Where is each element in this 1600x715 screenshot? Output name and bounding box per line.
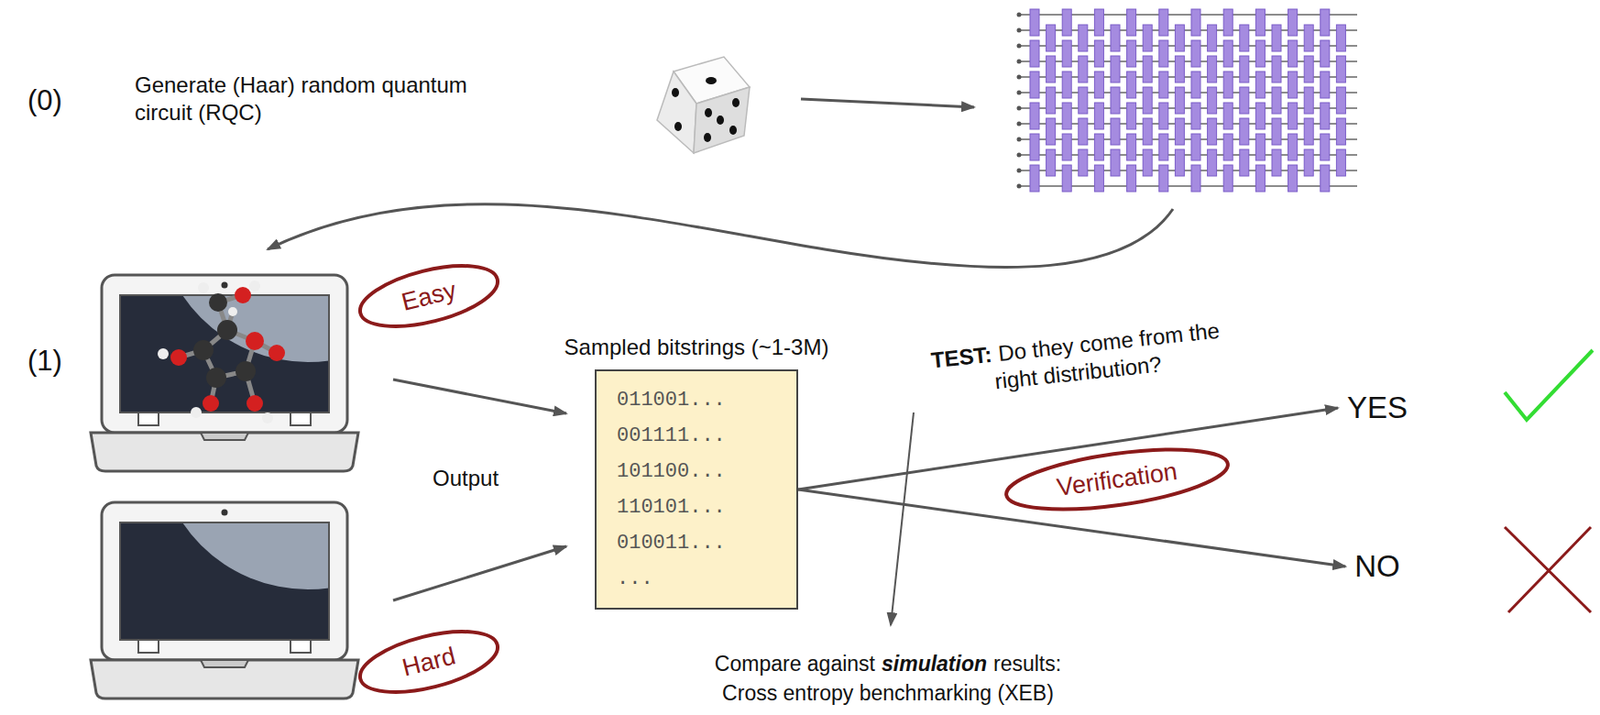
arrow-connector [798, 489, 1346, 567]
arrow [393, 546, 567, 601]
step-number: (0) [27, 84, 63, 118]
result-label: YES [1337, 386, 1417, 429]
note-text: Compare against [714, 651, 876, 676]
molecule [157, 280, 285, 424]
note-emphasis: simulation [881, 651, 987, 676]
curved-arrow [267, 204, 1173, 268]
test-question: Do they come from the right distribution… [993, 317, 1221, 395]
arrow-label: Output [432, 465, 499, 492]
comparison-note: Compare againstsimulationresults:Cross e… [521, 648, 1255, 708]
quantum-circuit [1017, 9, 1359, 192]
note-text: Cross entropy benchmarking (XEB) [521, 678, 1255, 708]
badge-text: Easy [398, 275, 460, 318]
step-number: (1) [27, 344, 63, 378]
cross-mark [1508, 526, 1591, 613]
check-mark [1504, 350, 1593, 420]
ellipse-badge: Verification [999, 435, 1235, 524]
bitstring-list: 011001... 001111... 101100... 110101... … [596, 371, 746, 608]
test-note: TEST:Do they come from the right distrib… [919, 315, 1235, 403]
result-label: NO [1345, 545, 1410, 588]
box-heading: Sampled bitstrings (~1-3M) [564, 334, 830, 361]
arrow [393, 379, 567, 414]
leader-line [890, 412, 914, 625]
badge-text: Hard [399, 641, 459, 682]
step-description: Generate (Haar) random quantum circuit (… [134, 71, 502, 127]
result-text: YES [1347, 390, 1408, 426]
note-line: Compare againstsimulationresults: [521, 648, 1255, 679]
note-text: results: [993, 651, 1062, 676]
test-heading: TEST: [930, 341, 994, 373]
arrow [800, 98, 975, 108]
ellipse-badge: Hard [350, 616, 507, 708]
laptop [90, 286, 460, 699]
cross-mark [1504, 526, 1591, 613]
result-text: NO [1354, 548, 1401, 584]
output-box: Sampled bitstrings (~1-3M)011001... 0011… [594, 369, 799, 610]
dice [657, 56, 750, 154]
ellipse-badge: Easy [350, 251, 507, 342]
badge-text: Verification [1054, 456, 1179, 502]
